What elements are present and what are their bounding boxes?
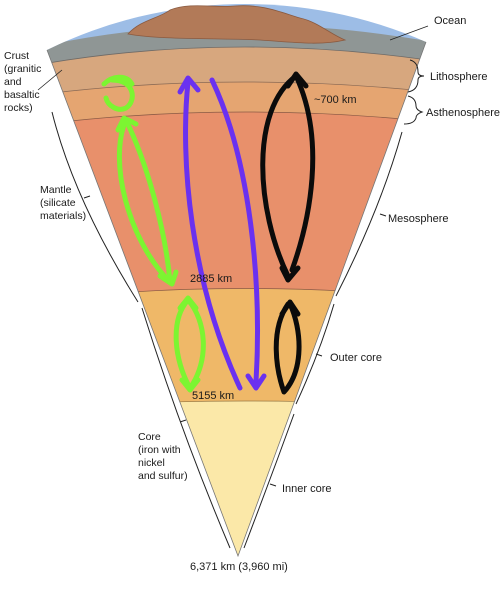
crust-leader-line: [37, 69, 63, 91]
mantle-bracket: [51, 111, 139, 303]
core-label: Core (iron with nickel and sulfur): [138, 431, 188, 482]
green-arrow-upper-loop: [103, 77, 135, 112]
ocean-label: Ocean: [434, 15, 466, 27]
depth-center-label: 6,371 km (3,960 mi): [190, 561, 288, 573]
outer-core-bracket: [295, 303, 335, 405]
mesosphere-bracket: [335, 131, 403, 297]
wedge-outline: [46, 41, 427, 558]
inner-core-bracket: [243, 413, 295, 549]
black-arrow-mantle-loop: [260, 73, 316, 279]
lithosphere-bracket: [407, 59, 425, 93]
depth-700-label: ~700 km: [314, 94, 357, 106]
outer-core-label: Outer core: [330, 352, 382, 364]
black-arrow-core-loop: [273, 301, 302, 395]
mesosphere-label: Mesosphere: [388, 213, 449, 225]
continent-landmass: [127, 5, 347, 44]
convection-arrows: [101, 71, 316, 395]
purple-arrow-whole-mantle: [183, 77, 260, 391]
depth-2885-label: 2885 km: [190, 273, 232, 285]
ocean-leader-line: [389, 25, 429, 41]
depth-5155-label: 5155 km: [192, 390, 234, 402]
asthenosphere-label: Asthenosphere: [426, 107, 500, 119]
mantle-label: Mantle (silicate materials): [40, 184, 86, 222]
inner-core-label: Inner core: [282, 483, 332, 495]
green-arrow-upper-cap: [101, 74, 135, 87]
left-brackets: [37, 69, 231, 549]
crust-label: Crust (granitic and basaltic rocks): [4, 50, 44, 114]
lithosphere-label: Lithosphere: [430, 71, 488, 83]
right-brackets: [243, 25, 429, 549]
core-bracket: [141, 307, 231, 549]
asthenosphere-bracket: [403, 95, 424, 125]
